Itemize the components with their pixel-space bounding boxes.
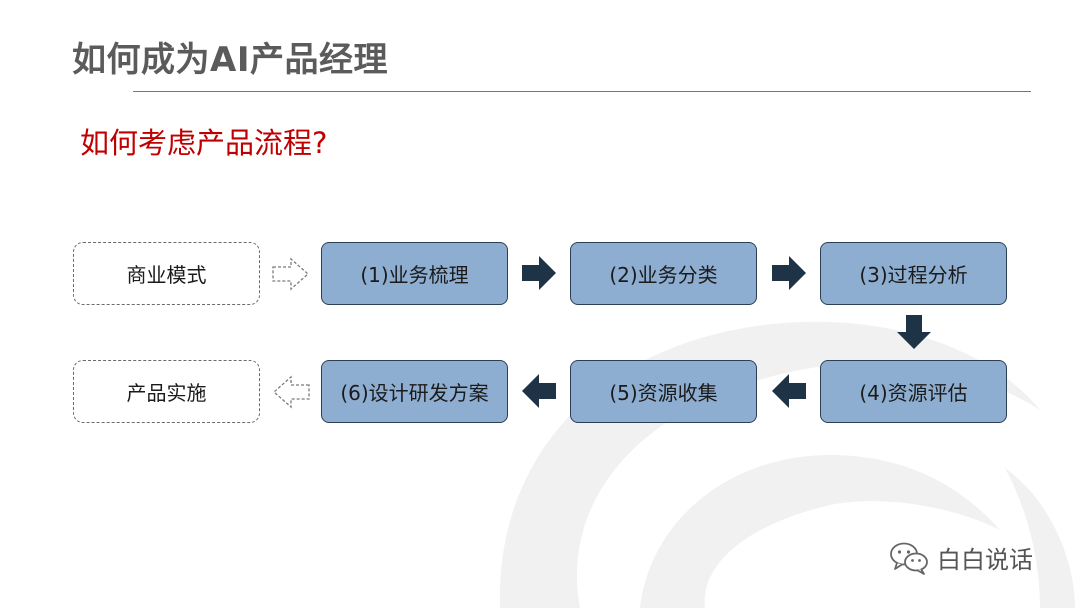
arrow-down-icon	[897, 315, 931, 349]
input-box-label: 商业模式	[126, 263, 207, 287]
page-title: 如何成为AI产品经理	[72, 40, 388, 80]
step-box-1: (1)业务梳理	[321, 242, 508, 305]
step-label-6: (6)设计研发方案	[340, 381, 489, 405]
title-underline	[133, 91, 1031, 92]
hollow-arrow-right-icon	[272, 257, 309, 291]
arrow-right-icon	[522, 256, 556, 290]
section-subtitle: 如何考虑产品流程?	[80, 126, 328, 160]
arrow-right-icon	[772, 256, 806, 290]
step-box-5: (5)资源收集	[570, 360, 757, 423]
step-box-4: (4)资源评估	[820, 360, 1007, 423]
watermark-text: 白白说话	[937, 546, 1033, 574]
hollow-arrow-left-icon	[273, 375, 310, 409]
output-box-label: 产品实施	[126, 381, 207, 405]
step-box-6: (6)设计研发方案	[321, 360, 508, 423]
input-box-business-model: 商业模式	[73, 242, 260, 305]
step-box-3: (3)过程分析	[820, 242, 1007, 305]
arrow-left-icon	[772, 374, 806, 408]
step-label-1: (1)业务梳理	[360, 263, 469, 287]
step-label-2: (2)业务分类	[609, 263, 718, 287]
step-label-4: (4)资源评估	[859, 381, 968, 405]
arrow-left-icon	[522, 374, 556, 408]
watermark: 白白说话	[889, 540, 1033, 575]
step-box-2: (2)业务分类	[570, 242, 757, 305]
output-box-product-implementation: 产品实施	[73, 360, 260, 423]
step-label-3: (3)过程分析	[859, 263, 968, 287]
step-label-5: (5)资源收集	[609, 381, 718, 405]
wechat-icon	[890, 542, 928, 575]
